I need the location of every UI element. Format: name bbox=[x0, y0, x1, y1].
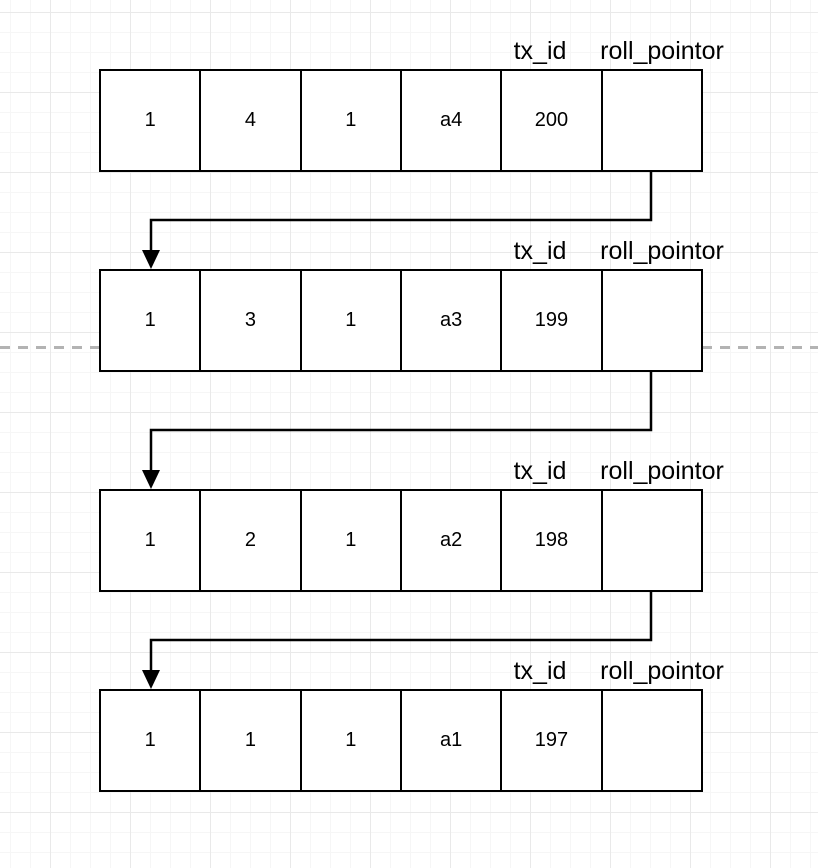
record-cell: a2 bbox=[401, 491, 503, 590]
roll-pointer-arrow-2 bbox=[142, 371, 653, 489]
record-cell: 2 bbox=[201, 491, 302, 590]
roll-pointer-label: roll_pointor bbox=[600, 237, 724, 265]
roll-pointer-arrow-1 bbox=[142, 171, 653, 269]
roll-pointer-label: roll_pointor bbox=[600, 457, 724, 485]
record-row-2: tx_id roll_pointor 1 3 1 a3 199 bbox=[99, 238, 724, 372]
record-cell: a4 bbox=[401, 71, 503, 170]
record-cell: 1 bbox=[101, 491, 202, 590]
record-row-3: tx_id roll_pointor 1 2 1 a2 198 bbox=[99, 458, 724, 592]
tx-id-cell: 199 bbox=[502, 271, 603, 370]
record-cell: a3 bbox=[401, 271, 503, 370]
roll-pointer-label: roll_pointor bbox=[600, 657, 724, 685]
record-cell: 1 bbox=[301, 71, 402, 170]
record-cell: a1 bbox=[401, 691, 503, 790]
tx-id-cell: 197 bbox=[502, 691, 603, 790]
record-cell: 1 bbox=[301, 491, 402, 590]
tx-id-cell: 200 bbox=[502, 71, 603, 170]
tx-id-label: tx_id bbox=[513, 37, 567, 65]
record-row-4: tx_id roll_pointor 1 1 1 a1 197 bbox=[99, 658, 724, 792]
tx-id-cell: 198 bbox=[502, 491, 603, 590]
roll-pointer-cell bbox=[602, 691, 701, 790]
record-cell: 3 bbox=[201, 271, 302, 370]
tx-id-label: tx_id bbox=[513, 657, 567, 685]
record-cell: 1 bbox=[101, 271, 202, 370]
roll-pointer-cell bbox=[602, 71, 701, 170]
arrowhead-icon bbox=[142, 250, 160, 269]
arrowhead-icon bbox=[142, 470, 160, 489]
record-cell: 1 bbox=[101, 691, 202, 790]
record-cell: 1 bbox=[301, 691, 402, 790]
roll-pointer-cell bbox=[602, 491, 701, 590]
roll-pointer-label: roll_pointor bbox=[600, 37, 724, 65]
roll-pointer-cell bbox=[602, 271, 701, 370]
tx-id-label: tx_id bbox=[513, 457, 567, 485]
record-cell: 4 bbox=[201, 71, 302, 170]
record-cell: 1 bbox=[301, 271, 402, 370]
record-cell: 1 bbox=[201, 691, 302, 790]
record-cell: 1 bbox=[101, 71, 202, 170]
roll-pointer-arrow-3 bbox=[142, 591, 653, 689]
tx-id-label: tx_id bbox=[513, 237, 567, 265]
arrowhead-icon bbox=[142, 670, 160, 689]
record-row-1: tx_id roll_pointor 1 4 1 a4 200 bbox=[99, 38, 724, 172]
